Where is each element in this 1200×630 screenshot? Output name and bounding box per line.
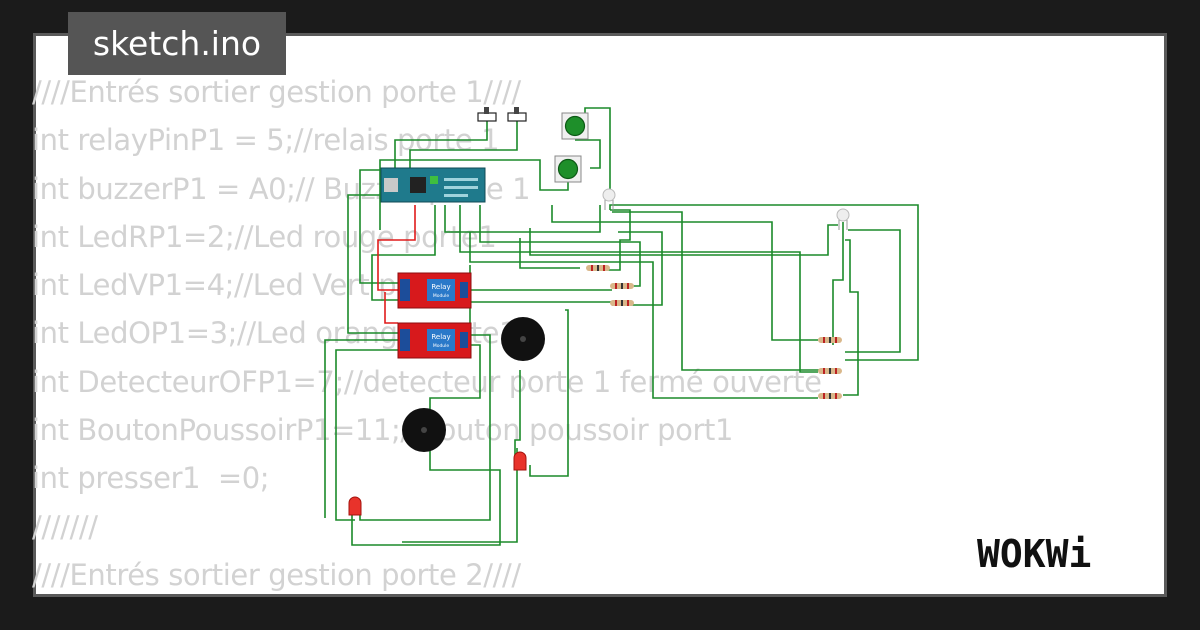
push-button-2[interactable] [554,155,582,183]
code-background: ////Entrés sortier gestion porte 1//// in… [32,68,822,599]
code-line: ////Entrés sortier gestion porte 2//// [32,557,521,592]
resistor [818,368,842,374]
code-line: int relayPinP1 = 5;//relais porte 1 [32,123,500,158]
slide-switch-1[interactable] [477,107,497,122]
file-tab[interactable]: sketch.ino [68,12,286,75]
red-led-1 [348,496,362,516]
canvas-card [33,33,1167,597]
relay-subtitle: Module [433,343,450,349]
arduino-nano[interactable] [380,167,486,203]
power-wires [377,205,416,324]
relay-module-1[interactable]: Relay Module [397,272,472,309]
code-line: int presser1 =0; [32,461,270,496]
rgb-led-1 [602,188,616,210]
code-line: int BoutonPoussoirP1=11;//Bouton poussoi… [32,413,734,448]
buzzer-1 [501,317,545,361]
resistor [586,265,610,271]
slide-switch-2[interactable] [507,107,527,122]
relay-module-2[interactable]: Relay Module [397,322,472,359]
relay-title: Relay [431,333,450,341]
resistor [818,337,842,343]
brand-name: WOKWi [977,532,1091,576]
resistor [610,300,634,306]
relay-subtitle: Module [433,293,450,299]
code-line: int LedRP1=2;//Led rouge porte1 [32,219,497,254]
rgb-led-2 [836,208,850,230]
wires [324,107,919,546]
code-line: /////// [32,509,98,544]
resistor [818,393,842,399]
code-line: ////Entrés sortier gestion porte 1//// [32,75,521,109]
buzzer-2 [402,408,446,452]
resistor [610,283,634,289]
wokwi-logo: WOKWi [977,532,1091,576]
push-button-1[interactable] [561,112,589,140]
relay-title: Relay [431,283,450,291]
red-led-2 [513,451,527,471]
